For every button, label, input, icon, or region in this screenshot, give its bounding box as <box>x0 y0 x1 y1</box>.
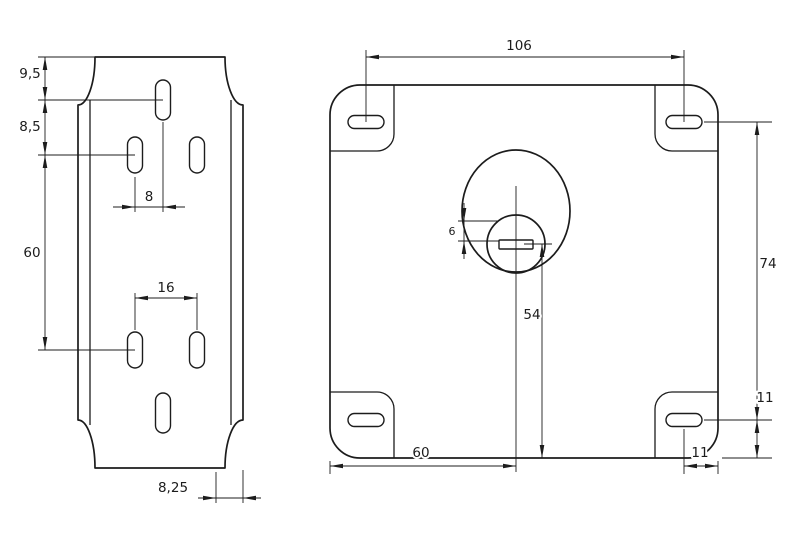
dim-label-8: 8 <box>145 189 154 205</box>
dim-label-60: 60 <box>23 245 40 261</box>
dim-label-6: 6 <box>449 225 456 238</box>
face-view-extension-lines <box>329 50 772 474</box>
face-view-dimension-lines <box>330 54 760 469</box>
dim-label-74: 74 <box>759 256 776 272</box>
face-view: 106 74 11 54 60 11 6 <box>329 36 779 474</box>
slot-lower-right <box>188 331 206 369</box>
corner-pad-bottom-left <box>330 391 395 458</box>
slot-bottom-center <box>154 392 172 434</box>
dim-label-106: 106 <box>506 38 532 54</box>
face-view-dimension-labels: 106 74 11 54 60 11 6 <box>410 36 778 463</box>
side-view-dimension-labels: 9,5 8,5 60 8 16 8,25 <box>17 64 190 498</box>
corner-slot-bottom-right <box>665 412 703 428</box>
side-view-outline <box>77 56 244 469</box>
dim-label-9-5: 9,5 <box>19 66 40 82</box>
dim-label-11-bottom: 11 <box>691 445 708 461</box>
dim-label-60: 60 <box>412 445 429 461</box>
corner-slot-bottom-left <box>347 412 385 428</box>
slot-upper-right <box>188 136 206 174</box>
dim-label-8-25: 8,25 <box>158 480 188 496</box>
side-view-dimension-lines <box>42 57 261 501</box>
dim-label-8-5: 8,5 <box>19 119 40 135</box>
dim-label-16: 16 <box>157 280 174 296</box>
side-view: 9,5 8,5 60 8 16 8,25 <box>17 56 261 503</box>
corner-pad-top-right <box>654 85 718 152</box>
side-view-extension-lines <box>38 56 244 503</box>
dim-label-54: 54 <box>523 307 540 323</box>
corner-pad-bottom-right <box>654 391 718 458</box>
dim-label-11-right: 11 <box>756 390 773 406</box>
face-view-outline <box>329 84 719 459</box>
corner-pad-top-left <box>330 85 395 152</box>
